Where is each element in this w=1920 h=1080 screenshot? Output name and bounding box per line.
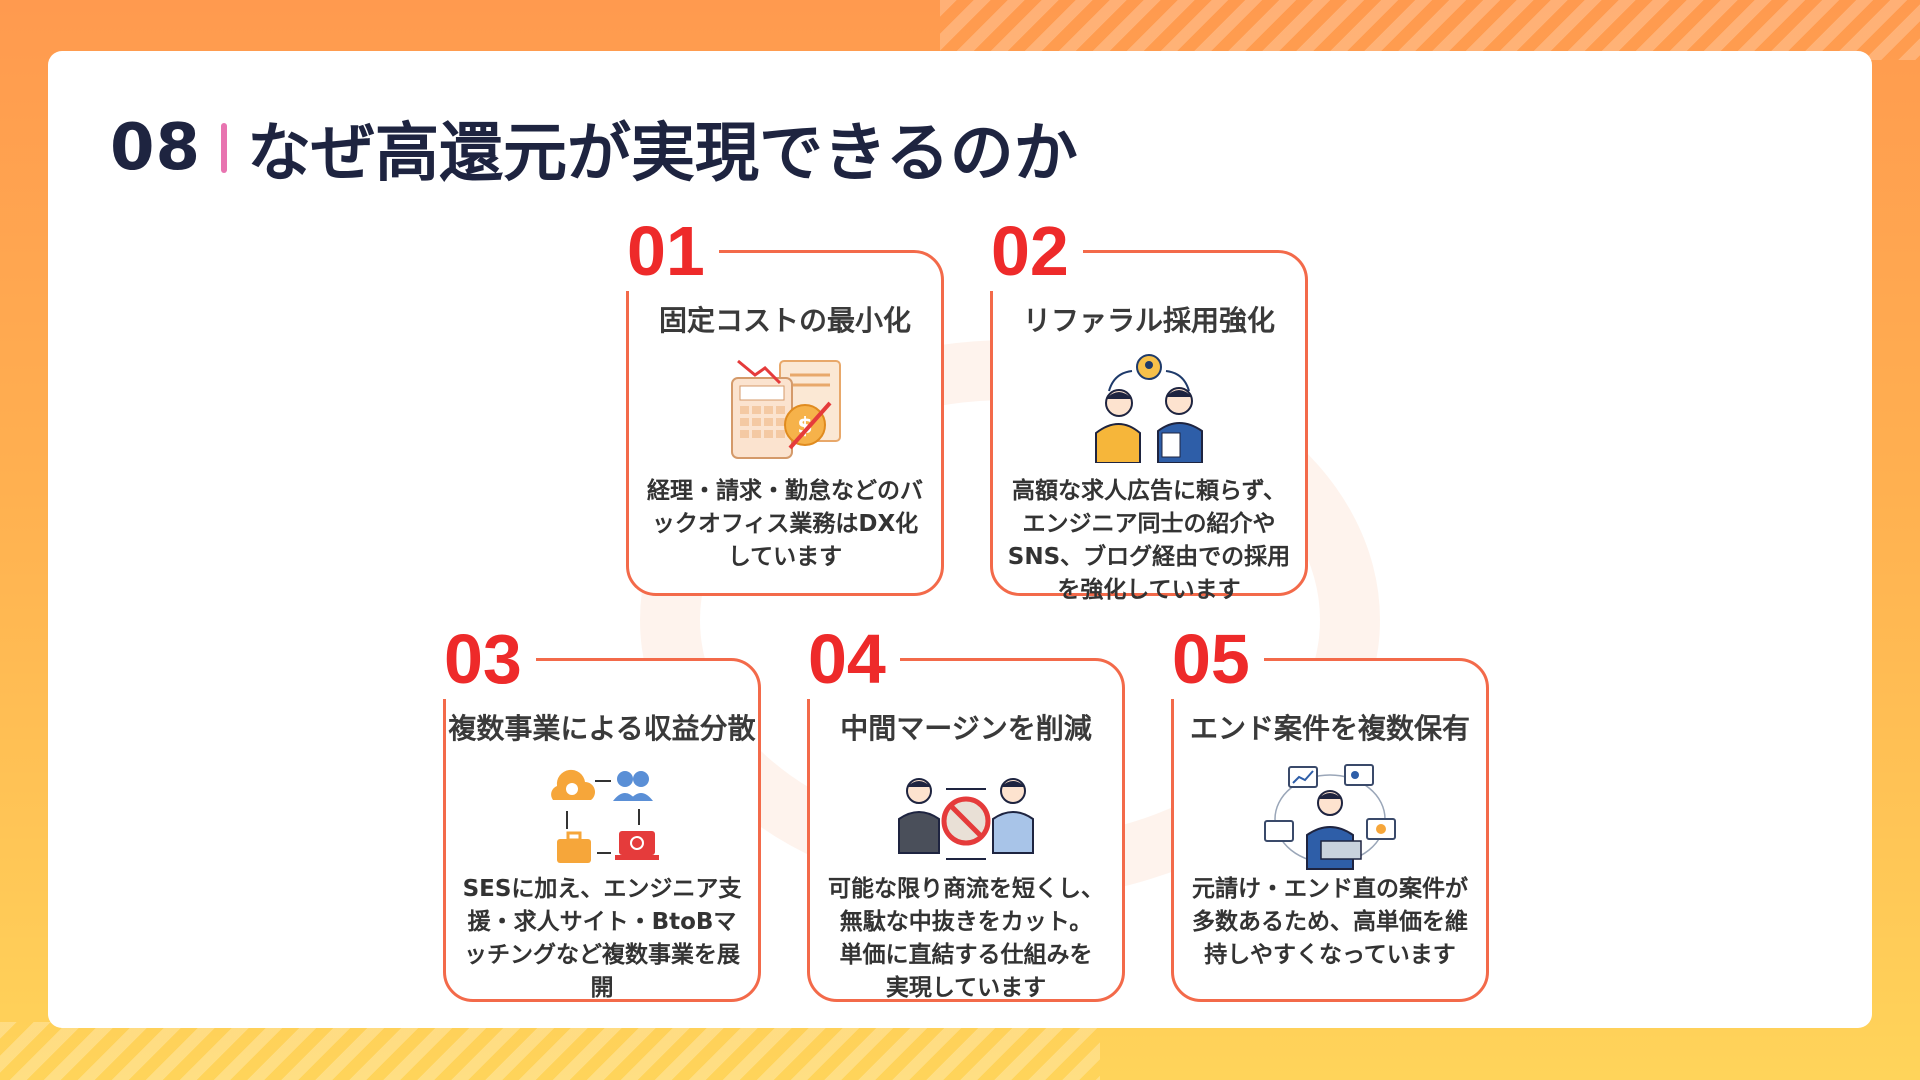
section-number: 08 <box>110 111 202 185</box>
business-cycle-icon <box>551 769 659 863</box>
reason-card-03: 03 複数事業による収益分散 SESに加え、エンジニア支 援・求人サイト・Bto… <box>440 619 761 1002</box>
card-title: 複数事業による収益分散 <box>448 712 756 745</box>
card-number: 05 <box>1168 619 1264 699</box>
card-number: 03 <box>440 619 536 699</box>
card-title: リファラル採用強化 <box>1022 304 1275 337</box>
card-number: 01 <box>623 211 719 291</box>
card-description: 可能な限り商流を短くし、 無駄な中抜きをカット。 単価に直結する仕組みを 実現し… <box>828 876 1104 1001</box>
card-title: 固定コストの最小化 <box>658 304 911 337</box>
card-number: 04 <box>804 619 900 699</box>
card-title: 中間マージンを削減 <box>840 712 1092 745</box>
referral-people-icon <box>1095 354 1203 463</box>
decorative-stripes-bottom <box>0 1022 1100 1080</box>
card-description: 元請け・エンド直の案件が 多数あるため、高単価を維 持しやすくなっています <box>1192 876 1468 968</box>
card-number: 02 <box>987 211 1083 291</box>
heading-divider <box>221 123 228 173</box>
multi-client-network-icon <box>1264 764 1396 870</box>
reason-card-05: 05 エンド案件を複数保有 元請け・エンド直の案件が 多数あるため、高単価を維 … <box>1168 619 1489 1002</box>
card-title: エンド案件を複数保有 <box>1189 712 1470 745</box>
reason-card-04: 04 中間マージンを削減 可能な限り商流を短くし、 無駄な中抜きをカット。 単価… <box>804 619 1125 1002</box>
card-description: 高額な求人広告に頼らず、 エンジニア同士の紹介や SNS、ブログ経由での採用 を… <box>1007 478 1291 603</box>
no-middleman-icon <box>898 778 1034 860</box>
reason-card-01: 01 固定コストの最小化 $ 経理・請求・勤怠などのバ ックオフィス業務はDX化… <box>623 211 944 596</box>
slide-heading: 08 なぜ高還元が実現できるのか <box>110 108 1078 191</box>
reason-card-02: 02 リファラル採用強化 高額な求人広告に頼らず、 エンジニア同士の紹介や SN… <box>987 211 1308 603</box>
card-description: SESに加え、エンジニア支 援・求人サイト・BtoBマ ッチングなど複数事業を展… <box>462 876 742 1001</box>
page-title: なぜ高還元が実現できるのか <box>247 117 1078 191</box>
card-description: 経理・請求・勤怠などのバ ックオフィス業務はDX化 しています <box>647 478 923 570</box>
decorative-stripes-top <box>940 0 1920 60</box>
calculator-cost-down-icon: $ <box>731 359 841 459</box>
